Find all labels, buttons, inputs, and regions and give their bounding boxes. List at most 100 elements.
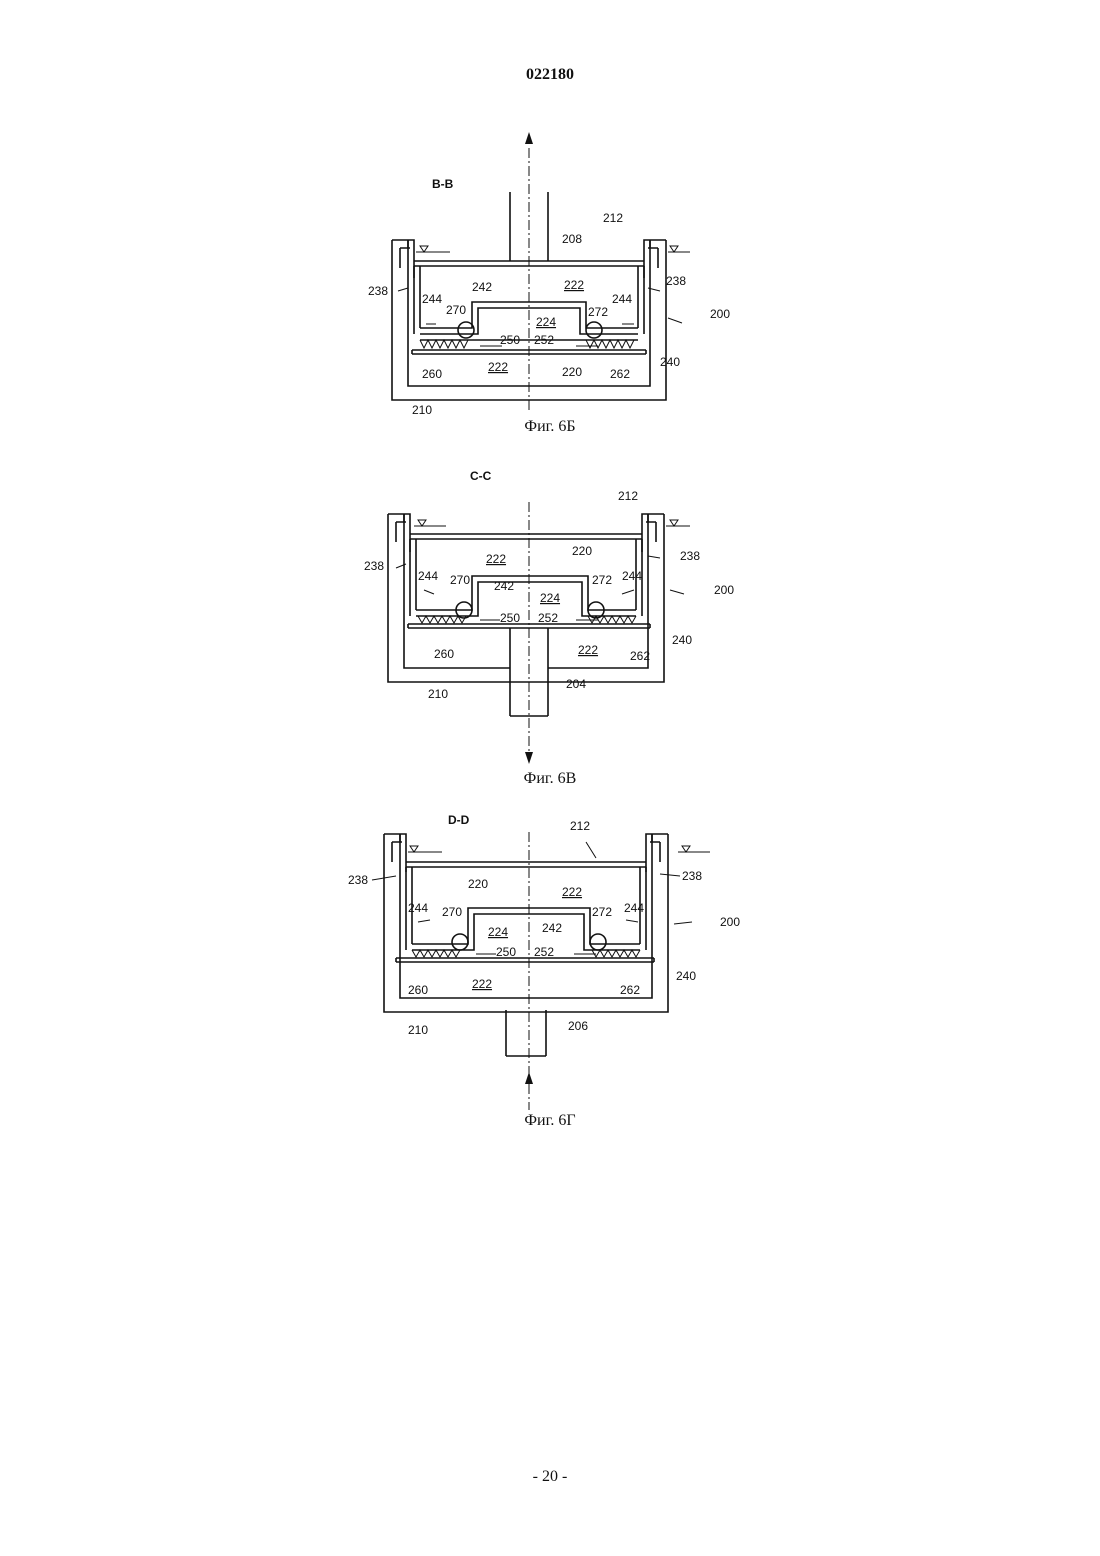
label-262: 262 [630, 649, 650, 663]
label-240: 240 [672, 633, 692, 647]
label-212: 212 [618, 489, 638, 503]
outer-vessel-inner-wall [400, 834, 652, 998]
label-252: 252 [538, 611, 558, 625]
figure-6g: D-D 212 206 238 238 200 220 222 242 244 … [300, 810, 800, 1140]
label-244-left: 244 [422, 292, 442, 306]
label-220: 220 [562, 365, 582, 379]
nozzle-270 [452, 934, 468, 950]
label-242: 242 [494, 579, 514, 593]
label-238-right: 238 [666, 274, 686, 288]
label-240: 240 [660, 355, 680, 369]
teeth-260 [412, 950, 460, 957]
label-204: 204 [566, 677, 586, 691]
label-250: 250 [500, 611, 520, 625]
label-244-right: 244 [612, 292, 632, 306]
figure-6v: C-C 212 204 238 238 200 222 220 242 244 … [300, 466, 800, 796]
outlet-arrow [525, 132, 533, 144]
label-238-left: 238 [368, 284, 388, 298]
left-hook [384, 834, 406, 872]
label-210: 210 [428, 687, 448, 701]
label-262: 262 [610, 367, 630, 381]
water-level-right [678, 846, 710, 852]
label-252: 252 [534, 945, 554, 959]
label-200: 200 [710, 307, 730, 321]
label-250: 250 [500, 333, 520, 347]
label-244-left: 244 [408, 901, 428, 915]
label-200: 200 [714, 583, 734, 597]
nozzle-272 [586, 322, 602, 338]
tray-top [410, 534, 642, 539]
outlet-arrow [525, 752, 533, 764]
label-260: 260 [422, 367, 442, 381]
label-200: 200 [720, 915, 740, 929]
label-222-bottom: 222 [472, 977, 492, 991]
section-label: B-B [432, 177, 454, 191]
label-238-left: 238 [348, 873, 368, 887]
nozzle-270 [458, 322, 474, 338]
label-220: 220 [572, 544, 592, 558]
figure-6b: B-B 212 208 238 238 200 222 242 244 244 … [300, 128, 800, 448]
label-260: 260 [408, 983, 428, 997]
teeth-260 [420, 340, 468, 348]
label-262: 262 [620, 983, 640, 997]
figure-6b-drawing: B-B 212 208 238 238 200 222 242 244 244 … [300, 128, 800, 418]
label-222-top: 222 [564, 278, 584, 292]
label-212: 212 [570, 819, 590, 833]
water-level-left [414, 520, 446, 526]
water-level-left [416, 246, 450, 252]
label-250: 250 [496, 945, 516, 959]
label-210: 210 [408, 1023, 428, 1037]
left-hook [388, 514, 410, 552]
page-label: - 20 - [0, 1468, 1100, 1486]
label-222-top: 222 [486, 552, 506, 566]
leader-lines [372, 842, 692, 954]
label-222-bottom: 222 [488, 360, 508, 374]
label-224: 224 [488, 925, 508, 939]
right-hook [642, 514, 664, 552]
section-label: C-C [470, 469, 492, 483]
label-222-top: 222 [562, 885, 582, 899]
outer-vessel-inner-wall [404, 514, 648, 668]
tray-top [406, 862, 646, 867]
pipe-206 [506, 1010, 546, 1056]
label-272: 272 [592, 905, 612, 919]
left-hook [392, 240, 414, 278]
label-244-right: 244 [622, 569, 642, 583]
plate-240 [396, 958, 654, 962]
label-238-left: 238 [364, 559, 384, 573]
label-244-left: 244 [418, 569, 438, 583]
plate-240 [408, 624, 650, 628]
right-hook [644, 240, 666, 278]
label-222-bottom: 222 [578, 643, 598, 657]
teeth-262 [586, 340, 634, 348]
label-272: 272 [592, 573, 612, 587]
label-270: 270 [442, 905, 462, 919]
label-270: 270 [450, 573, 470, 587]
right-hook [646, 834, 668, 872]
label-224: 224 [536, 315, 556, 329]
label-252: 252 [534, 333, 554, 347]
label-244-right: 244 [624, 901, 644, 915]
figure-6g-drawing: D-D 212 206 238 238 200 220 222 242 244 … [300, 810, 800, 1110]
label-224: 224 [540, 591, 560, 605]
label-238-right: 238 [682, 869, 702, 883]
figure-caption: Фиг. 6Г [300, 1112, 800, 1130]
label-220: 220 [468, 877, 488, 891]
figure-caption: Фиг. 6В [300, 770, 800, 788]
label-208: 208 [562, 232, 582, 246]
inlet-arrow [525, 1072, 533, 1084]
label-242: 242 [542, 921, 562, 935]
label-240: 240 [676, 969, 696, 983]
water-level-right [666, 520, 690, 526]
nozzle-272 [590, 934, 606, 950]
label-242: 242 [472, 280, 492, 294]
water-level-right [668, 246, 690, 252]
label-260: 260 [434, 647, 454, 661]
document-number: 022180 [0, 66, 1100, 84]
section-label: D-D [448, 813, 470, 827]
teeth-262 [592, 950, 640, 957]
label-272: 272 [588, 305, 608, 319]
figure-caption: Фиг. 6Б [300, 418, 800, 436]
label-238-right: 238 [680, 549, 700, 563]
label-206: 206 [568, 1019, 588, 1033]
